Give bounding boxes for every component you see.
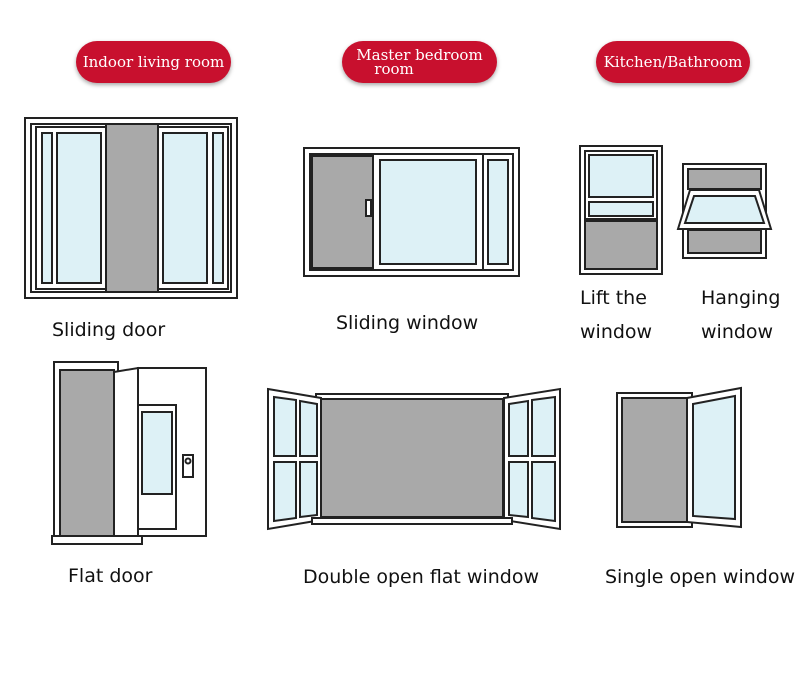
category-badge-master-bedroom: Master bedroom room (342, 41, 497, 83)
single-open-window-illustration (616, 386, 742, 529)
category-badge-kitchen: Kitchen/Bathroom (596, 41, 750, 83)
category-label-indoor: Indoor living room (82, 53, 225, 71)
caption-single-open-window: Single open window (605, 566, 795, 588)
sliding-door-illustration (24, 117, 238, 299)
category-label-master-bedroom: Master bedroom room (356, 46, 483, 78)
caption-sliding-window: Sliding window (336, 312, 479, 334)
category-badge-indoor: Indoor living room (76, 41, 231, 83)
caption-hanging-window: Hanging window (701, 287, 781, 343)
caption-sliding-door: Sliding door (52, 319, 166, 341)
lift-window-illustration (579, 145, 663, 275)
category-label-kitchen: Kitchen/Bathroom (603, 53, 743, 71)
double-open-window-illustration (267, 387, 561, 531)
caption-lift-window: Lift the window (580, 287, 653, 343)
sliding-window-illustration (303, 147, 520, 277)
hanging-window-illustration (676, 163, 773, 259)
flat-door-illustration (51, 361, 207, 545)
caption-double-open-window: Double open flat window (303, 566, 540, 588)
caption-flat-door: Flat door (68, 565, 153, 587)
